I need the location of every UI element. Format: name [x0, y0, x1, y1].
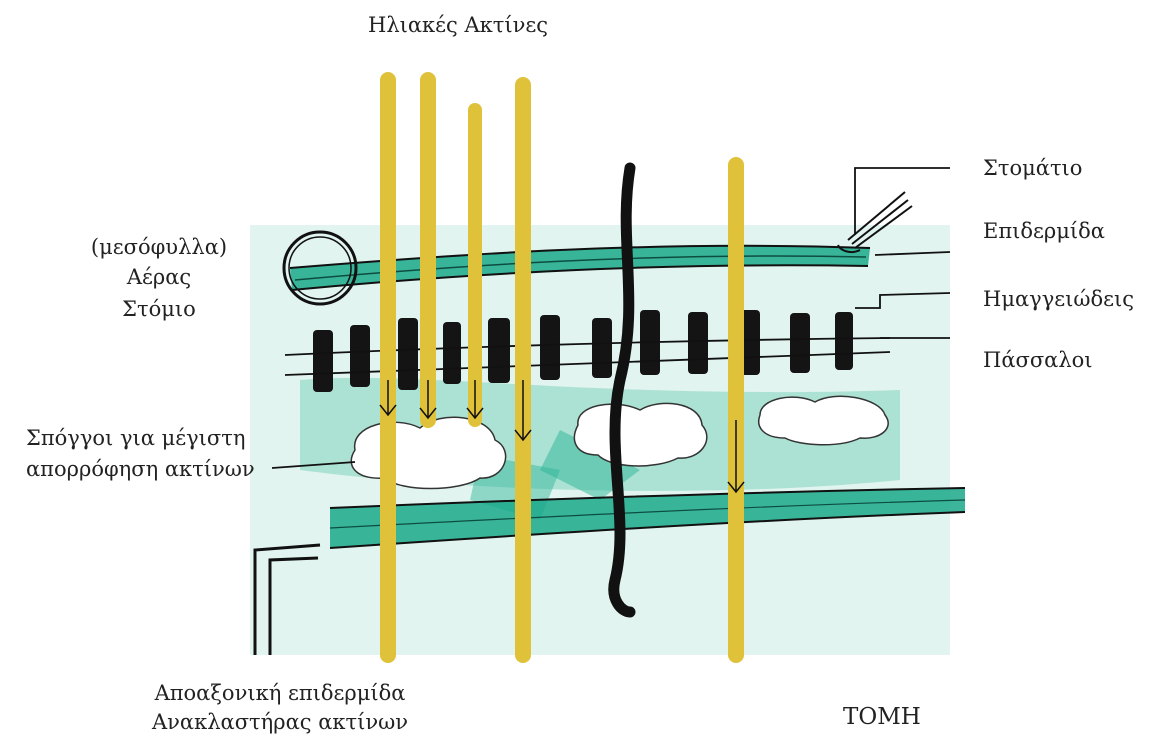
abaxial-label-line2: Ανακλαστήρας ακτίνων — [140, 712, 420, 733]
abaxial-label-line1: Αποαξονική επιδερμίδα — [140, 683, 420, 704]
epidermis-label: Επιδερμίδα — [983, 221, 1105, 242]
stomio-label: Στόμιο — [84, 299, 234, 320]
stomatio-label: Στομάτιο — [983, 158, 1082, 179]
air-label: Αέρας — [84, 267, 234, 288]
section-label: ΤΟΜΗ — [843, 706, 921, 729]
sponges-label-line2: απορρόφηση ακτίνων — [26, 459, 255, 480]
pegs-label: Πάσσαλοι — [983, 350, 1093, 371]
sponges-label-line1: Σπόγγοι για μέγιστη — [26, 428, 245, 449]
hemangioid-label: Ημαγγειώδεις — [983, 289, 1134, 310]
sun-rays-label: Ηλιακές Ακτίνες — [368, 15, 548, 36]
mesophyll-label: (μεσόφυλλα) — [84, 237, 234, 258]
